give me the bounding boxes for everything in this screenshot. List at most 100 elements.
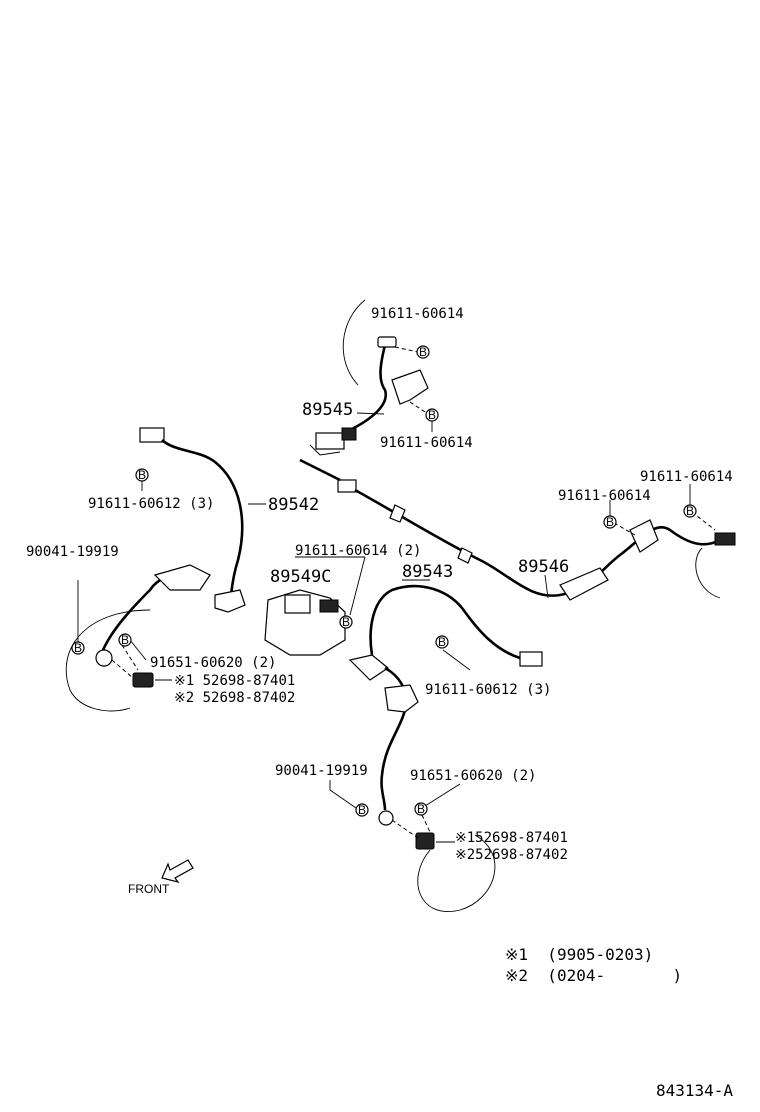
- svg-text:B: B: [138, 468, 146, 482]
- bracket-89545: [391, 369, 429, 405]
- label-89546: 89546: [518, 557, 569, 577]
- label-left-sensor-2: ※2 52698-87402: [174, 690, 295, 706]
- ecu-89549c-top: [284, 594, 311, 614]
- leader-89543-clip-right: [442, 649, 471, 671]
- connector-89545-tail: [309, 444, 341, 456]
- label-left-91651: 91651-60620 (2): [150, 655, 276, 671]
- leader-91651-left: [129, 639, 147, 661]
- clip-89546-c: [629, 519, 659, 553]
- leader-sensor-left: [111, 659, 134, 679]
- label-center-91651: 91651-60620 (2): [410, 768, 536, 784]
- label-center-bolt: 90041-19919: [275, 763, 368, 779]
- svg-text:B: B: [419, 345, 427, 359]
- harness-89545-group: [309, 299, 433, 456]
- label-right-b: 91611-60614: [640, 469, 733, 485]
- connector-89542-top: [139, 427, 165, 443]
- bolt-badge-top-b: B: [425, 408, 439, 422]
- bolt-badge-top-a: B: [416, 345, 430, 359]
- wire-89542-main: [161, 438, 244, 611]
- svg-text:B: B: [686, 504, 694, 518]
- bolt-badge-ecu: B: [339, 615, 353, 629]
- label-center-sensor-2: ※252698-87402: [455, 847, 568, 863]
- bracket-89542: [153, 564, 211, 591]
- ecu-leader-bolt: [349, 556, 366, 616]
- diagram-code: 843134-A: [656, 1081, 733, 1100]
- leader-right-b: [691, 511, 716, 531]
- note-2: ※2 (0204- ): [505, 966, 682, 985]
- svg-text:B: B: [74, 641, 82, 655]
- sensor-left-body: [95, 649, 113, 667]
- svg-text:B: B: [438, 635, 446, 649]
- leader-clip-center: [421, 814, 431, 833]
- label-center-clip-right: 91611-60612 (3): [425, 682, 551, 698]
- clip-89546-b: [457, 547, 473, 564]
- label-left-bolt: 90041-19919: [26, 544, 119, 560]
- bolt-badge-left-clip: B: [135, 468, 149, 482]
- clip-89542: [214, 589, 246, 613]
- label-top-a: 91611-60614: [371, 306, 464, 322]
- clip-89543-a: [348, 654, 390, 681]
- bracket-89546: [559, 567, 609, 601]
- label-left-sensor-1: ※1 52698-87401: [174, 673, 295, 689]
- wire-89545: [349, 344, 388, 432]
- harness-89543-group: [329, 579, 543, 912]
- clip-89546-a: [389, 504, 406, 523]
- svg-text:B: B: [358, 803, 366, 817]
- svg-text:B: B: [121, 633, 129, 647]
- label-89543: 89543: [402, 562, 453, 582]
- leader-91651-center: [424, 783, 461, 807]
- detail-circle-right: [695, 547, 721, 599]
- detail-circle-center: [417, 834, 496, 912]
- bolt-badge-right-a: B: [603, 515, 617, 529]
- bolt-badge-center-bolt: B: [355, 803, 369, 817]
- ecu-89549c-connector: [319, 599, 339, 613]
- front-arrow-icon: [161, 859, 194, 883]
- bolt-badge-center-right: B: [435, 635, 449, 649]
- bracket-89543: [384, 684, 419, 713]
- svg-text:B: B: [606, 515, 614, 529]
- connector-89545-clip: [341, 427, 357, 441]
- wire-89543-main: [369, 584, 521, 660]
- connector-89543-end: [519, 651, 543, 667]
- wire-89543-lower: [380, 666, 408, 811]
- bolt-badge-left-bolt: B: [71, 641, 85, 655]
- sensor-center-head: [415, 832, 435, 850]
- leader-89546: [544, 574, 549, 599]
- connector-89545-top: [377, 336, 397, 348]
- sensor-center-body: [378, 810, 394, 826]
- svg-text:B: B: [342, 615, 350, 629]
- leader-sensor-center: [391, 819, 419, 839]
- bolt-badge-center-91651: B: [414, 802, 428, 816]
- leader-clip-left: [121, 644, 139, 671]
- harness-89546-group: [299, 458, 736, 601]
- label-ecu-clip: 91611-60614 (2): [295, 543, 421, 559]
- label-left-clip: 91611-60612 (3): [88, 496, 214, 512]
- detail-circle-top: [342, 299, 366, 386]
- label-89549c: 89549C: [270, 567, 331, 587]
- wire-89546-stub: [299, 458, 341, 482]
- bolt-badge-right-b: B: [683, 504, 697, 518]
- svg-text:B: B: [417, 802, 425, 816]
- label-right-a: 91611-60614: [558, 488, 651, 504]
- svg-text:B: B: [428, 408, 436, 422]
- connector-89546-left: [337, 479, 357, 493]
- label-89545: 89545: [302, 400, 353, 420]
- leader-top-b: [409, 401, 429, 415]
- label-89542: 89542: [268, 495, 319, 515]
- leader-bolt-center-b: [329, 789, 357, 809]
- harness-89542-group: [65, 427, 266, 712]
- detail-circle-left: [65, 609, 151, 712]
- label-front: FRONT: [128, 882, 170, 896]
- bolt-badge-left-91651: B: [118, 633, 132, 647]
- label-top-b: 91611-60614: [380, 435, 473, 451]
- ecu-89549c-group: [264, 556, 366, 656]
- sensor-left-head: [132, 672, 154, 688]
- leader-89545: [356, 412, 385, 415]
- sensor-89546: [714, 532, 736, 546]
- label-center-sensor-1: ※152698-87401: [455, 830, 568, 846]
- note-1: ※1 (9905-0203): [505, 945, 653, 964]
- leader-top-a: [394, 346, 419, 353]
- connector-89545: [315, 432, 345, 450]
